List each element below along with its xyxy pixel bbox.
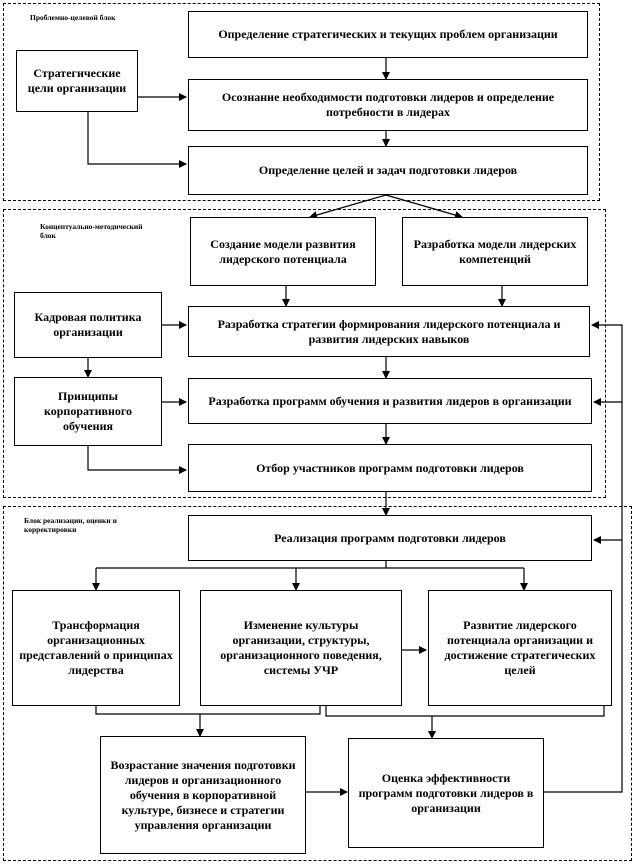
box-transformation: Трансформация организационных представле… [12,590,180,706]
box-potential-model: Создание модели развития лидерского поте… [190,217,376,286]
stage-frame-problem [3,3,600,201]
box-participant-selection: Отбор участников программ подготовки лид… [188,444,592,492]
box-hr-policy: Кадровая политика организации [14,292,162,358]
box-training-programs: Разработка программ обучения и развития … [188,378,592,424]
box-leader-need: Осознание необходимости подготовки лидер… [188,79,588,131]
stage-label-implementation: Блок реализации, оценки и корректировки [24,516,117,534]
box-strategic-goals: Стратегические цели организации [16,50,138,112]
stage-frame-implementation [3,506,632,861]
box-training-significance: Возрастание значения подготовки лидеров … [100,736,306,854]
box-development-strategy: Разработка стратегии формирования лидерс… [188,306,590,357]
box-learning-principles: Принципы корпоративного обучения [14,377,162,446]
box-identify-problems: Определение стратегических и текущих про… [188,11,588,58]
stage-frame-method [3,209,606,498]
box-training-goals: Определение целей и задач подготовки лид… [188,146,588,195]
stage-label-method: Концептуально-методический блок [40,222,143,240]
stage-label-problem: Проблемно-целевой блок [30,13,116,22]
box-culture-change: Изменение культуры организации, структур… [200,590,402,706]
box-effectiveness-evaluation: Оценка эффективности программ подготовки… [348,738,544,848]
box-program-implementation: Реализация программ подготовки лидеров [188,515,592,561]
box-competency-model: Разработка модели лидерских компетенций [402,217,588,286]
box-potential-development: Развитие лидерского потенциала организац… [428,590,612,706]
